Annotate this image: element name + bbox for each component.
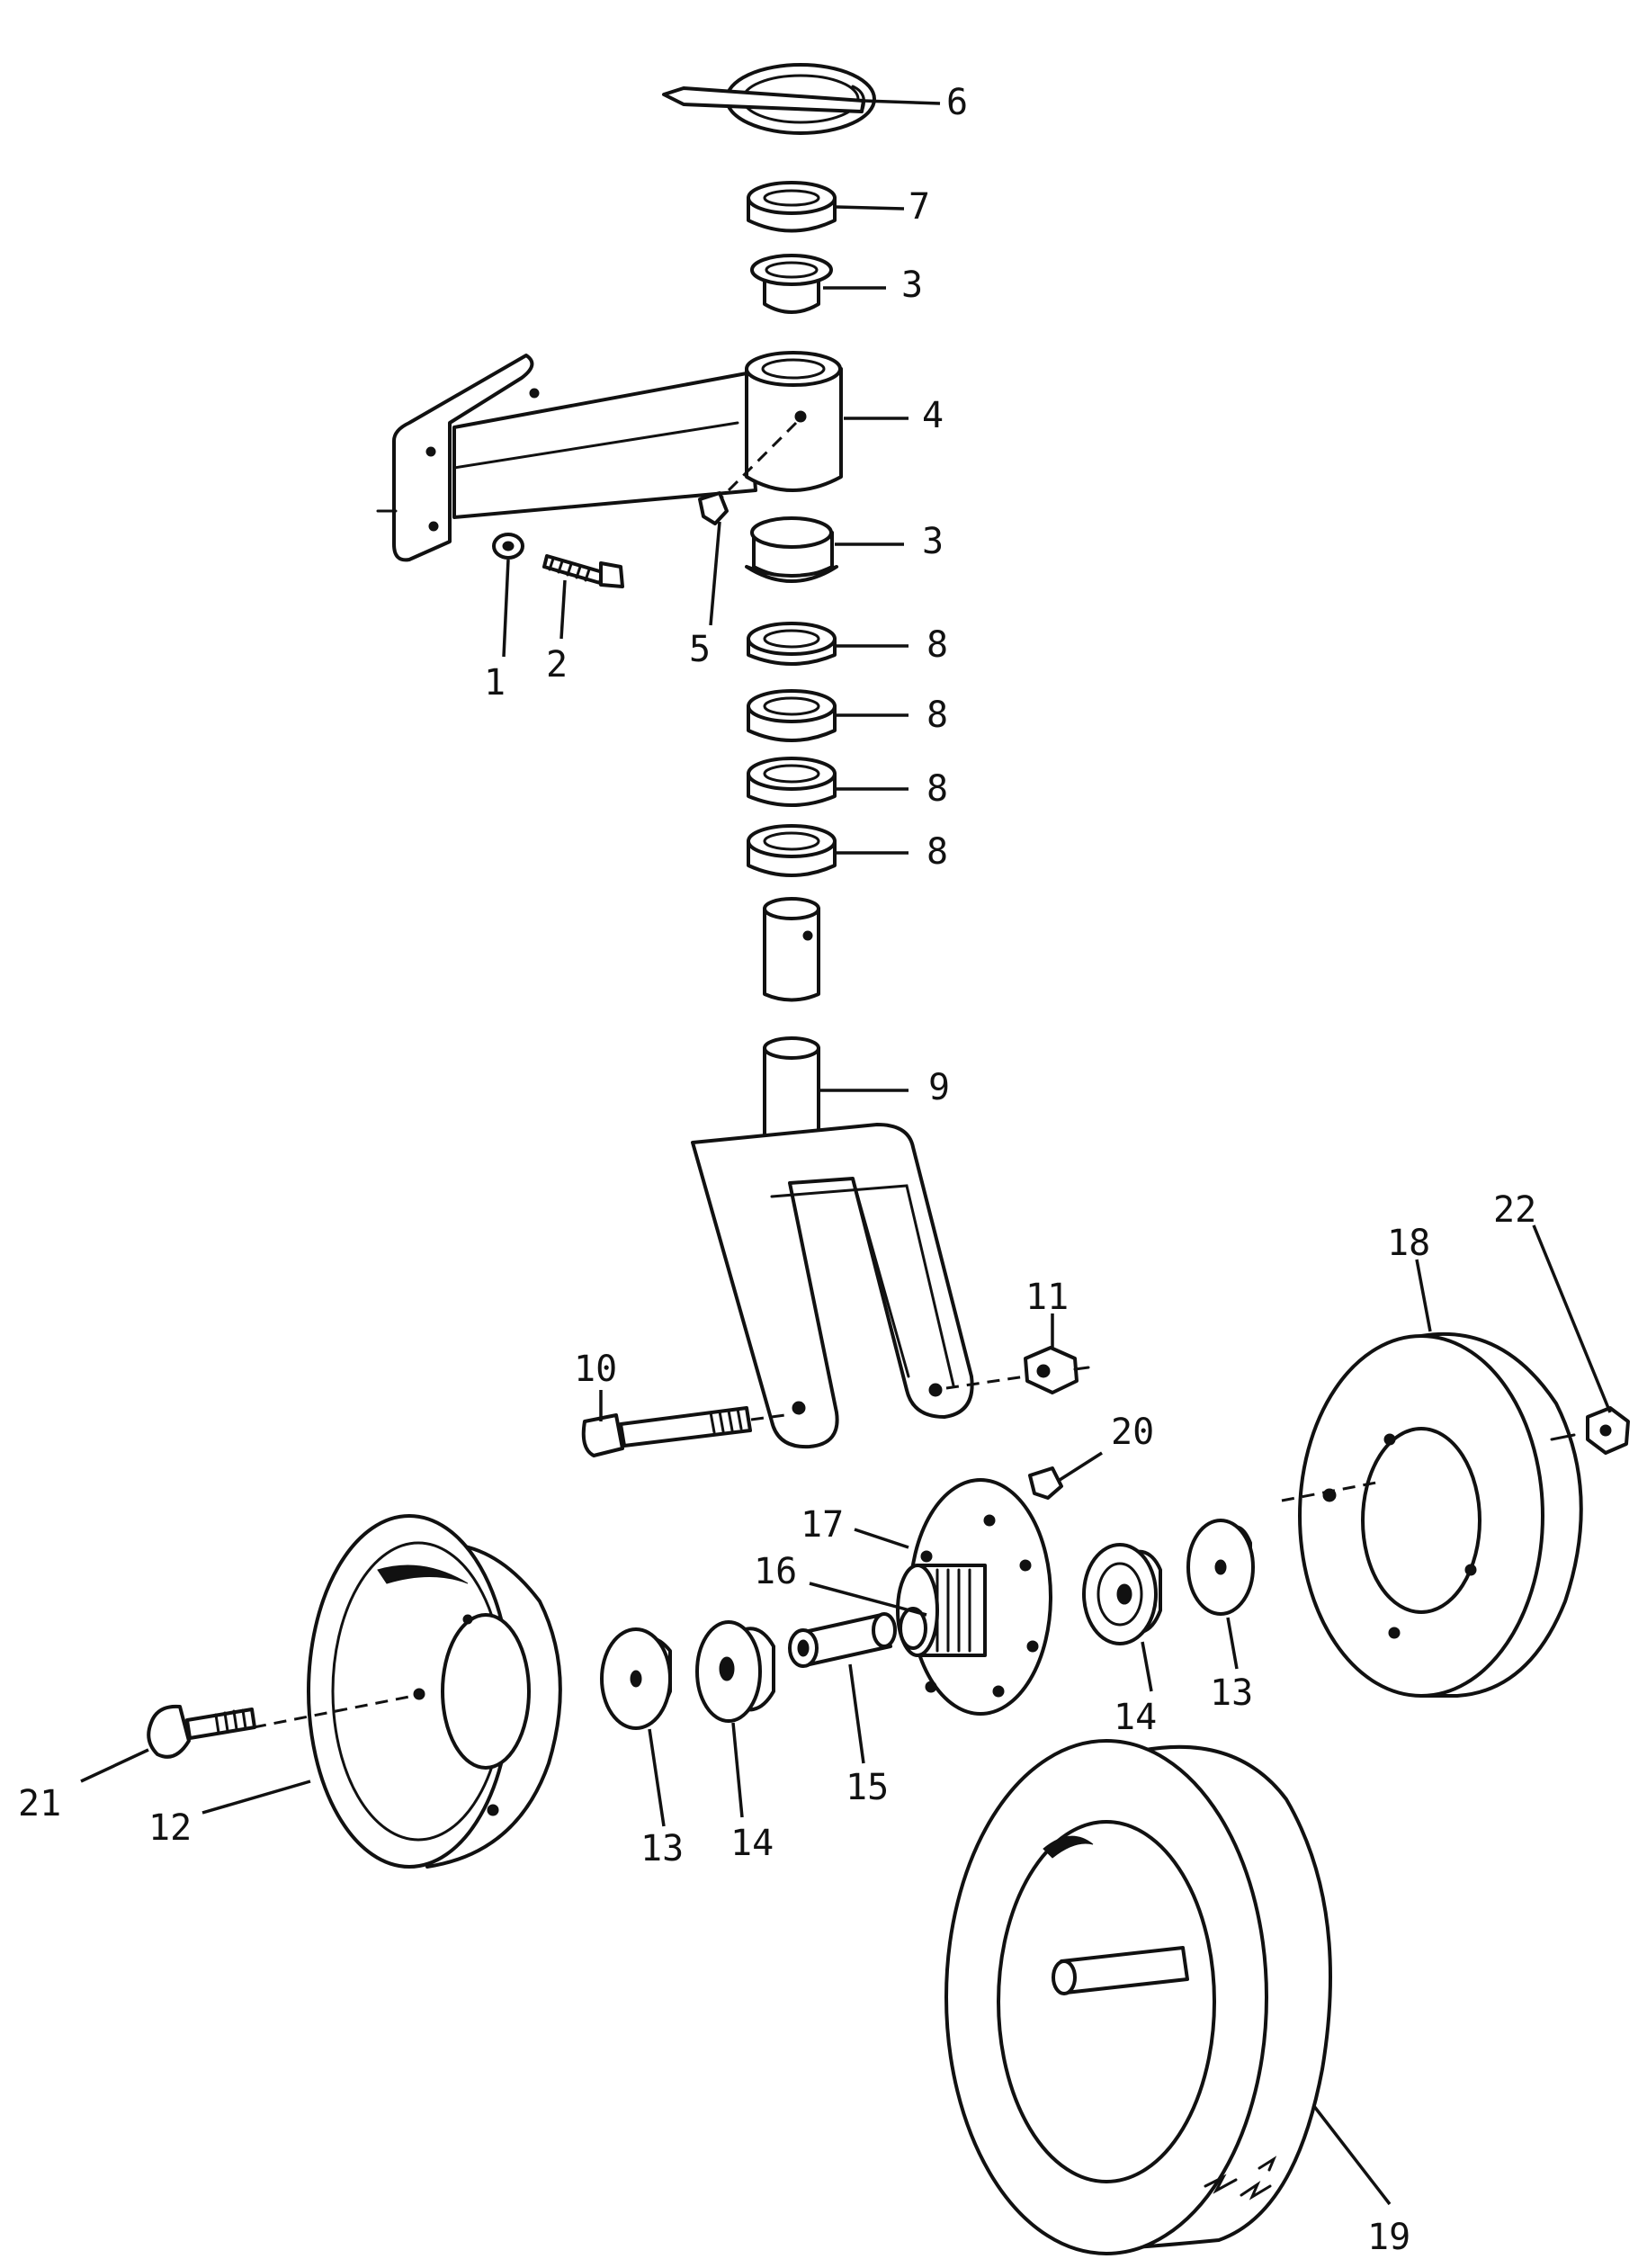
callout-6: 6 bbox=[946, 82, 968, 123]
part-2-bolt bbox=[542, 554, 624, 588]
part-8-spacer-4 bbox=[747, 824, 837, 877]
callout-19: 19 bbox=[1367, 2217, 1410, 2258]
callout-10: 10 bbox=[574, 1349, 617, 1390]
callout-5: 5 bbox=[689, 629, 711, 670]
part-14-bearing-right bbox=[1082, 1543, 1162, 1645]
part-7-washer bbox=[747, 181, 837, 233]
part-3-upper-bushing bbox=[750, 254, 833, 314]
part-19-tire bbox=[944, 1739, 1332, 2255]
callout-13-right: 13 bbox=[1210, 1672, 1253, 1714]
part-10-axle-bolt bbox=[581, 1406, 792, 1457]
callout-14-left: 14 bbox=[730, 1823, 774, 1864]
part-14-bearing-left bbox=[695, 1620, 775, 1723]
callout-22: 22 bbox=[1493, 1189, 1536, 1231]
callout-1: 1 bbox=[484, 662, 506, 704]
callout-3-lower: 3 bbox=[922, 521, 944, 562]
part-5-grease-fitting bbox=[698, 491, 729, 525]
part-8-spacer-3 bbox=[747, 757, 837, 807]
callout-7: 7 bbox=[909, 186, 930, 228]
callout-labels: 6 7 3 4 3 5 1 2 8 8 8 8 9 10 11 18 22 20… bbox=[18, 82, 1536, 2258]
part-4-caster-arm bbox=[376, 351, 843, 562]
part-11-nut bbox=[1024, 1346, 1090, 1394]
callout-11: 11 bbox=[1025, 1277, 1069, 1318]
callout-17: 17 bbox=[801, 1504, 844, 1546]
callout-16: 16 bbox=[754, 1551, 797, 1592]
callout-4: 4 bbox=[922, 395, 944, 436]
callout-2: 2 bbox=[546, 644, 568, 686]
part-22-nut bbox=[1586, 1406, 1630, 1455]
callout-13-left: 13 bbox=[640, 1828, 684, 1869]
leader-lines bbox=[80, 99, 1612, 2206]
part-12-wheel-half-left bbox=[253, 1514, 562, 1869]
callout-8-b: 8 bbox=[926, 695, 948, 736]
callout-3-upper: 3 bbox=[901, 264, 923, 306]
part-15-spacer-tube bbox=[788, 1612, 897, 1668]
part-21-wheel-bolt bbox=[147, 1704, 256, 1759]
part-1-washer bbox=[492, 533, 524, 560]
part-9-fork bbox=[691, 897, 1026, 1449]
callout-18: 18 bbox=[1387, 1223, 1430, 1264]
part-13-washer-right bbox=[1186, 1519, 1255, 1616]
part-8-spacer-1 bbox=[747, 622, 837, 666]
part-18-wheel-half-right bbox=[1281, 1331, 1583, 1698]
callout-8-d: 8 bbox=[926, 831, 948, 873]
part-6-lynch-pin bbox=[662, 63, 876, 135]
callout-8-a: 8 bbox=[926, 624, 948, 666]
part-8-spacer-2 bbox=[747, 689, 837, 742]
part-20-grease-fitting bbox=[1028, 1466, 1063, 1500]
callout-20: 20 bbox=[1111, 1412, 1154, 1453]
part-13-washer-left bbox=[600, 1627, 672, 1730]
callout-15: 15 bbox=[846, 1767, 889, 1808]
callout-21: 21 bbox=[18, 1783, 61, 1824]
callout-8-c: 8 bbox=[926, 768, 948, 810]
part-16-hub-spline bbox=[896, 1564, 987, 1657]
callout-12: 12 bbox=[148, 1807, 192, 1849]
part-3-lower-bushing bbox=[745, 516, 838, 583]
callout-14-right: 14 bbox=[1114, 1697, 1157, 1738]
callout-9: 9 bbox=[928, 1067, 950, 1108]
